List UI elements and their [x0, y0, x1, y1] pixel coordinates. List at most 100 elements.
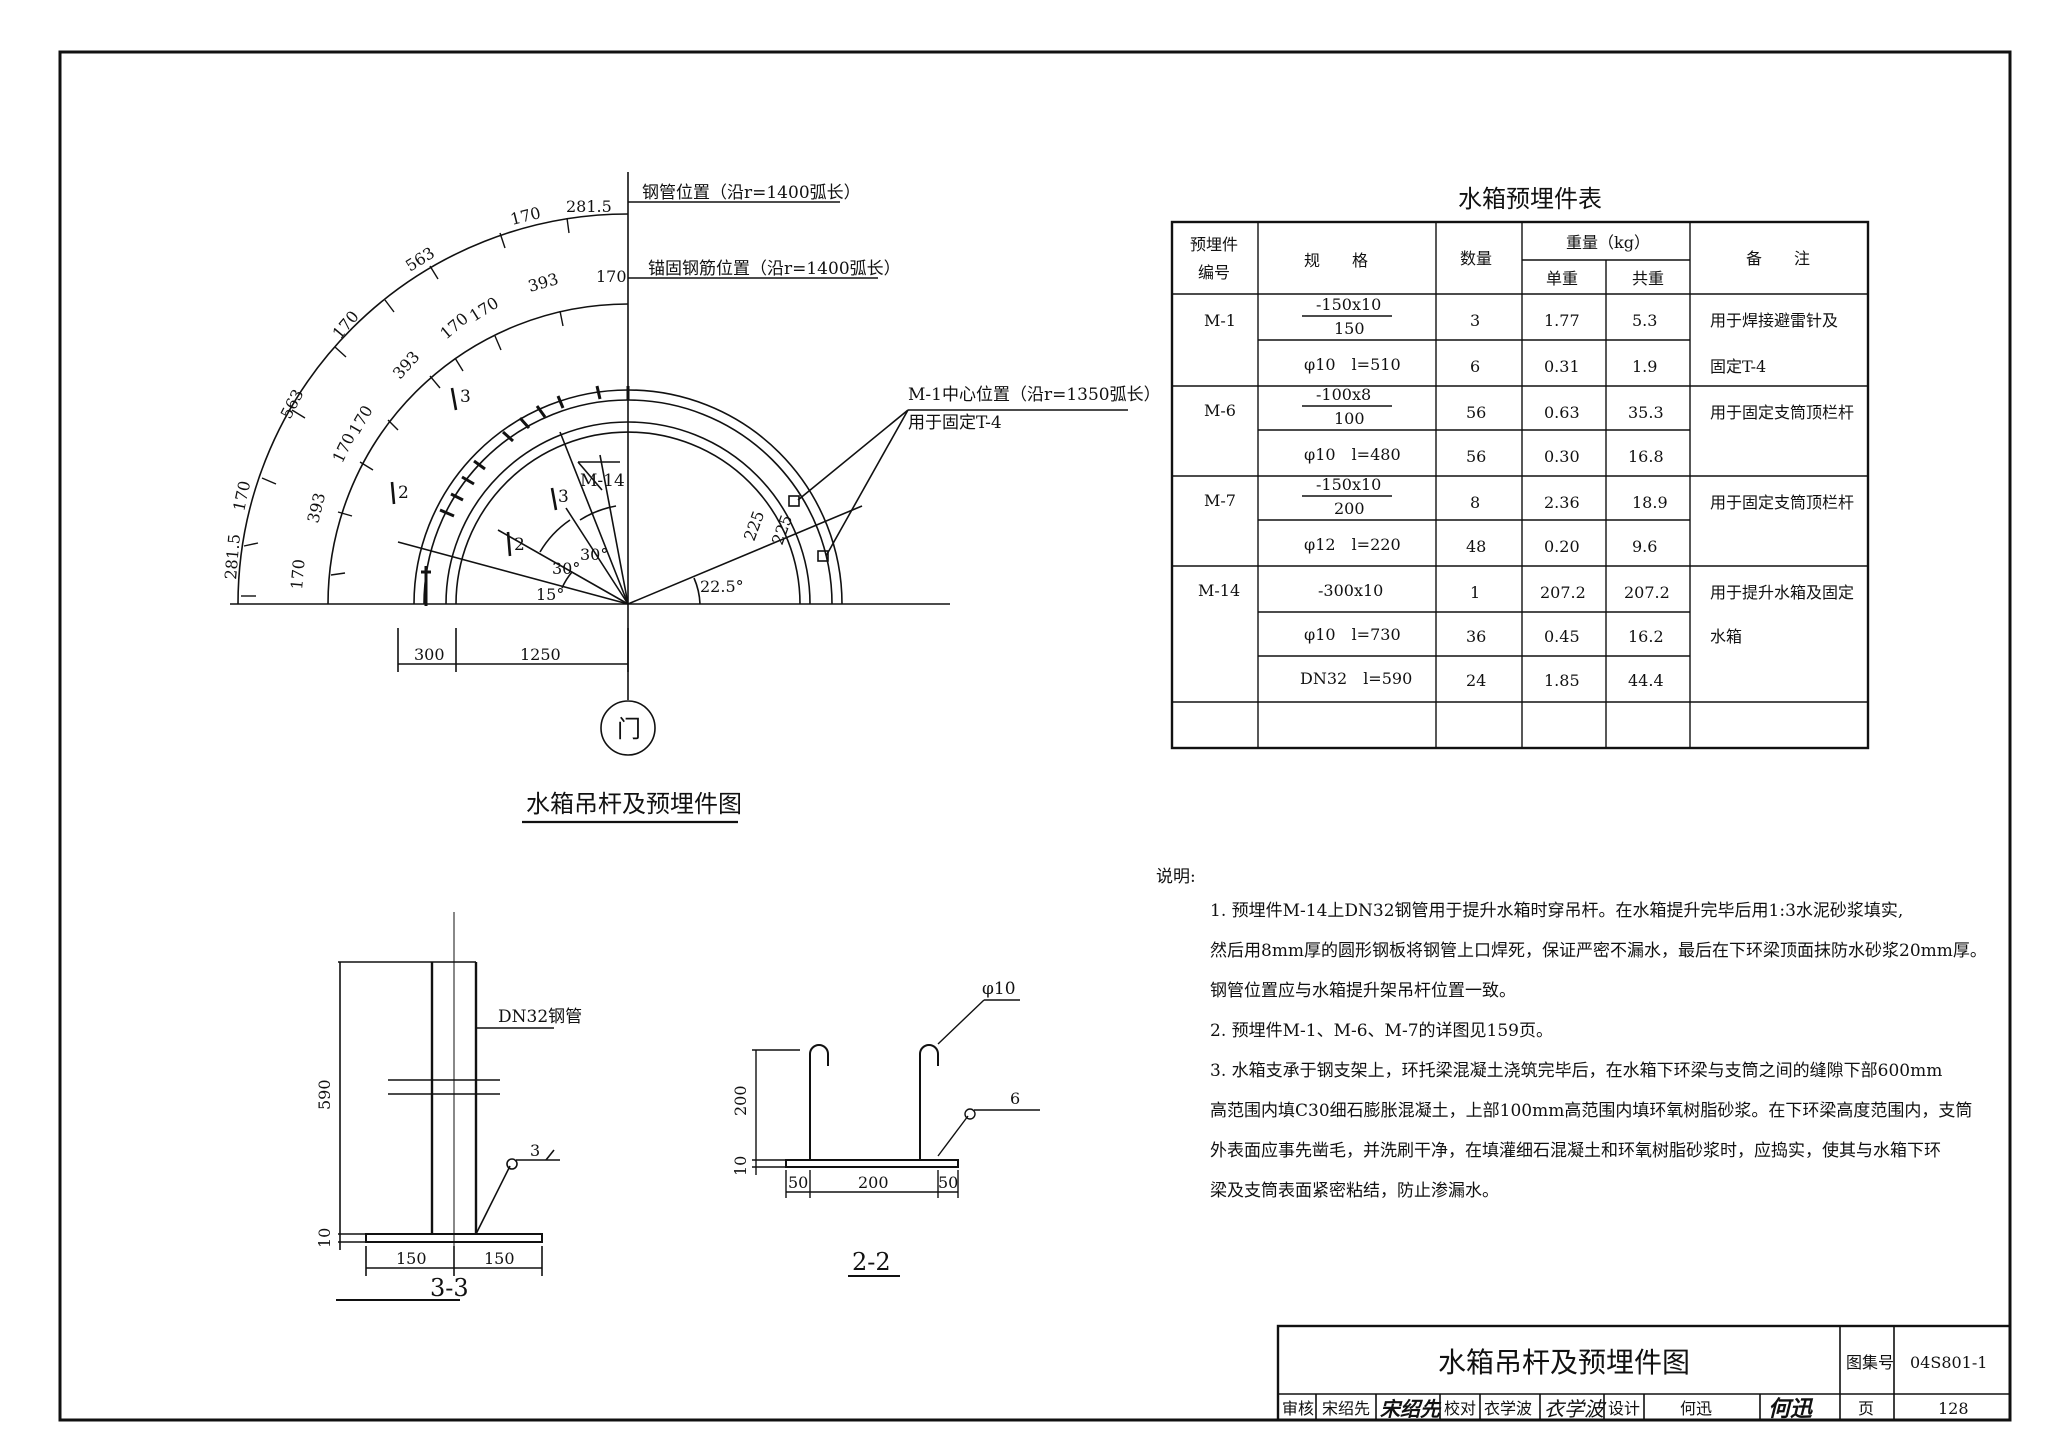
anchor-position-label: 锚固钢筋位置（沿r=1400弧长）: [648, 259, 901, 279]
tb-check-label: 校对: [1444, 1399, 1476, 1418]
r7-remark: 水箱: [1710, 627, 1742, 646]
s22-dim-height: 200: [731, 1085, 750, 1116]
sheet-border: [58, 50, 2012, 1422]
section-3-3: [336, 912, 560, 1301]
r1-unit: 0.31: [1544, 357, 1580, 376]
r6-spec: -300x10: [1318, 581, 1383, 600]
plan-title: 水箱吊杆及预埋件图: [526, 790, 742, 818]
hdr-total: 共重: [1632, 269, 1664, 288]
section-mark-3b: 3: [558, 487, 569, 507]
inner-dim-5: 393: [389, 347, 424, 382]
tb-page-no: 128: [1938, 1399, 1969, 1418]
r4-spec-top: -150x10: [1316, 475, 1381, 494]
r1-qty: 6: [1470, 357, 1480, 376]
tb-design-label: 设计: [1608, 1399, 1640, 1418]
dim-225-a: 225: [740, 508, 768, 543]
pipe-position-label: 钢管位置（沿r=1400弧长）: [642, 183, 861, 203]
tb-design-sign: 何迅: [1768, 1396, 1814, 1422]
s22-title: 2-2: [852, 1248, 891, 1276]
r3-spec: φ10 l=480: [1304, 445, 1401, 464]
inner-dim-1: 170: [287, 558, 309, 590]
r8-unit: 1.85: [1544, 671, 1580, 690]
table-title: 水箱预埋件表: [1458, 185, 1602, 213]
s22-dim-bottom: 10: [731, 1156, 750, 1176]
inner-dim-6: 170: [436, 309, 472, 343]
r6-qty: 1: [1470, 583, 1480, 602]
tb-check-sign: 衣学波: [1544, 1397, 1607, 1421]
m14-label: M-14: [580, 471, 625, 491]
s33-weld: 3: [530, 1141, 540, 1160]
hdr-code-l2: 编号: [1198, 263, 1230, 282]
s22-dim-right: 50: [938, 1173, 958, 1192]
r3-total: 16.8: [1628, 447, 1664, 466]
outer-dim-4: 170: [329, 307, 363, 343]
s22-weld: 6: [1010, 1089, 1020, 1108]
r1-spec: φ10 l=510: [1304, 355, 1401, 374]
angle-30-left: 30°: [552, 559, 580, 578]
inner-dim-8: 393: [526, 269, 561, 296]
m1-use-label: 用于固定T-4: [908, 413, 1002, 433]
notes-heading: 说明:: [1156, 867, 1196, 887]
r2-spec-bot: 100: [1334, 409, 1365, 428]
inner-dim-4: 170: [345, 402, 377, 438]
tb-atlas-no: 04S801-1: [1910, 1353, 1987, 1372]
section-2-2: [752, 999, 1040, 1277]
r5-total: 9.6: [1632, 537, 1657, 556]
angle-30-right: 30°: [580, 545, 608, 564]
tb-checker: 衣学波: [1484, 1399, 1532, 1418]
s33-dim-right: 150: [484, 1249, 515, 1268]
r7-qty: 36: [1466, 627, 1486, 646]
note-line-6: 高范围内填C30细石膨胀混凝土，上部100mm高范围内填环氧树脂砂浆。在下环梁高…: [1210, 1101, 1972, 1121]
s22-bar-label: φ10: [982, 979, 1016, 999]
section-mark-2a: 2: [398, 483, 409, 503]
embedded-parts-table: 水箱预埋件表 预埋件: [1170, 185, 1870, 750]
r0-spec-bot: 150: [1334, 319, 1365, 338]
r7-unit: 0.45: [1544, 627, 1580, 646]
dim-1250: 1250: [520, 645, 561, 664]
plan-drawing: [230, 172, 1128, 824]
tb-designer: 何迅: [1680, 1399, 1712, 1418]
hdr-remark: 备 注: [1746, 249, 1810, 268]
section-mark-2b: 2: [514, 535, 525, 555]
r6-remark: 用于提升水箱及固定: [1710, 583, 1854, 602]
r8-total: 44.4: [1628, 671, 1664, 690]
notes: 说明: 1. 预埋件M-14上DN32钢管用于提升水箱时穿吊杆。在水箱提升完毕后…: [1156, 867, 1987, 1201]
r7-total: 16.2: [1628, 627, 1664, 646]
inner-dim-3: 170: [329, 430, 359, 466]
note-line-3: 钢管位置应与水箱提升架吊杆位置一致。: [1210, 981, 1516, 1001]
s33-dim-height: 590: [315, 1079, 334, 1110]
r6-unit: 207.2: [1540, 583, 1586, 602]
dim-225-b: 225: [768, 512, 796, 547]
note-line-7: 外表面应事先凿毛，并洗刷干净，在填灌细石混凝土和环氧树脂砂浆时，应捣实，使其与水…: [1210, 1140, 1941, 1161]
s33-pipe-label: DN32钢管: [498, 1007, 582, 1027]
note-line-1: 1. 预埋件M-14上DN32钢管用于提升水箱时穿吊杆。在水箱提升完毕后用1:3…: [1210, 901, 1903, 921]
note-line-5: 3. 水箱支承于钢支架上，环托梁混凝土浇筑完毕后，在水箱下环梁与支筒之间的缝隙下…: [1210, 1061, 1942, 1081]
r1-total: 1.9: [1632, 357, 1657, 376]
hdr-weight: 重量（kg）: [1566, 233, 1650, 252]
s22-dim-left: 50: [788, 1173, 808, 1192]
section-3-3-texts: DN32钢管 590 10 150 150 3 3-3: [315, 1007, 582, 1302]
title-block: [1276, 1324, 2012, 1422]
r5-qty: 48: [1466, 537, 1486, 556]
section-mark-3a: 3: [460, 387, 471, 407]
note-line-8: 梁及支筒表面紧密粘结，防止渗漏水。: [1210, 1181, 1499, 1201]
r7-spec: φ10 l=730: [1304, 625, 1401, 644]
tb-reviewer: 宋绍先: [1322, 1399, 1370, 1418]
inner-dim-9: 170: [596, 267, 627, 286]
r2-unit: 0.63: [1544, 403, 1580, 422]
r4-spec-bot: 200: [1334, 499, 1365, 518]
tb-review-sign: 宋绍先: [1380, 1397, 1442, 1421]
s33-dim-left: 150: [396, 1249, 427, 1268]
r4-unit: 2.36: [1544, 493, 1580, 512]
inner-dim-2: 393: [303, 491, 329, 525]
r6-total: 207.2: [1624, 583, 1670, 602]
tb-atlas-label: 图集号: [1846, 1353, 1894, 1372]
r8-qty: 24: [1466, 671, 1486, 690]
r3-qty: 56: [1466, 447, 1486, 466]
r0-unit: 1.77: [1544, 311, 1580, 330]
hdr-code-l1: 预埋件: [1190, 235, 1238, 254]
r2-remark: 用于固定支筒顶栏杆: [1710, 403, 1854, 422]
r0-remark: 用于焊接避雷针及: [1710, 311, 1838, 330]
r4-total: 18.9: [1632, 493, 1668, 512]
r4-code: M-7: [1204, 491, 1236, 510]
